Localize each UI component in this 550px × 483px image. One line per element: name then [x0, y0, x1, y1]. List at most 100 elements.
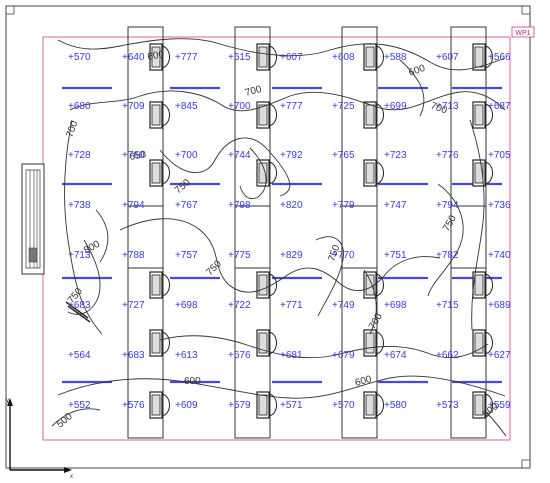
isoline-700-bottom — [159, 335, 489, 359]
workstation-chair — [472, 329, 493, 357]
desk-column — [341, 26, 378, 439]
illuminance-value: +570 — [68, 52, 91, 63]
workstation-chair — [149, 43, 170, 71]
illuminance-value: +782 — [436, 250, 459, 261]
illuminance-value: +559 — [488, 400, 511, 411]
isolines — [51, 38, 507, 437]
illuminance-value: +767 — [175, 200, 198, 211]
desk-columns — [127, 26, 487, 439]
illuminance-value: +681 — [280, 350, 303, 361]
workstation-chair — [363, 101, 384, 129]
workstation-chair — [256, 329, 277, 357]
illuminance-value: +564 — [68, 350, 91, 361]
workstation-chair — [256, 101, 277, 129]
workstation-chair — [256, 159, 277, 187]
workstation-chair — [149, 391, 170, 419]
workplane-label: WP1 — [515, 30, 530, 37]
illuminance-value: +751 — [384, 250, 407, 261]
illuminance-value: +571 — [280, 400, 303, 411]
isoline-500-right — [485, 411, 507, 437]
isoline-label: 650 — [129, 149, 148, 163]
isoline-750-mid — [159, 137, 291, 197]
illuminance-value: +820 — [280, 200, 303, 211]
illuminance-value: +683 — [122, 350, 145, 361]
illuminance-value: +757 — [175, 250, 198, 261]
illuminance-value: +760 — [122, 150, 145, 161]
workplane-tag — [511, 26, 535, 38]
workstation-chair — [256, 271, 277, 299]
isoline-500-left — [51, 408, 101, 427]
isoline-label: 700 — [367, 311, 385, 331]
illuminance-value: +777 — [280, 101, 303, 112]
illuminance-value: +607 — [436, 52, 459, 63]
illuminance-value: +792 — [280, 150, 303, 161]
illuminance-value: +566 — [488, 52, 511, 63]
illuminance-value: +770 — [332, 250, 355, 261]
illuminance-value: +615 — [228, 52, 251, 63]
x-axis-label: x — [70, 474, 73, 480]
illuminance-value: +674 — [384, 350, 407, 361]
desk-lamp-icon — [65, 301, 91, 323]
isoline-label: 750 — [441, 213, 459, 233]
illuminance-value: +608 — [332, 52, 355, 63]
illuminance-value: +698 — [175, 300, 198, 311]
illuminance-value: +713 — [68, 250, 91, 261]
illuminance-value: +727 — [122, 300, 145, 311]
illuminance-value: +722 — [228, 300, 251, 311]
workstation-chair — [472, 159, 493, 187]
illuminance-value: +676 — [228, 350, 251, 361]
illuminance-value: +779 — [332, 200, 355, 211]
illuminance-value: +570 — [332, 400, 355, 411]
illuminance-value: +777 — [175, 52, 198, 63]
illuminance-value: +736 — [488, 200, 511, 211]
isoline-label: 700 — [244, 84, 263, 99]
illuminance-value: +776 — [436, 150, 459, 161]
isoline-800-left — [95, 209, 109, 263]
illuminance-value: +627 — [488, 350, 511, 361]
illuminance-value: +698 — [384, 300, 407, 311]
isoline-800-a — [239, 147, 267, 200]
desk-column — [234, 26, 271, 439]
illuminance-value: +700 — [175, 150, 198, 161]
illuminance-value: +607 — [280, 52, 303, 63]
left-wall-door — [21, 163, 45, 275]
illuminance-value: +609 — [175, 400, 198, 411]
isoline-label: 750 — [173, 177, 193, 196]
illuminance-value: +662 — [436, 350, 459, 361]
isoline-label: 600 — [147, 49, 166, 63]
isoline-label: 600 — [407, 63, 427, 79]
corner-mark-tl — [5, 5, 15, 15]
isoline-label: 600 — [354, 374, 373, 389]
illuminance-values: +570+640+777+615+607+608+588+607+566+680… — [68, 52, 511, 411]
illuminance-value: +640 — [122, 52, 145, 63]
workstation-chair — [149, 329, 170, 357]
illuminance-value: +552 — [68, 400, 91, 411]
illuminance-value: +740 — [488, 250, 511, 261]
corner-mark-tr — [521, 5, 531, 15]
illuminance-value: +680 — [68, 101, 91, 112]
illuminance-value: +725 — [332, 101, 355, 112]
workstation-chair — [256, 43, 277, 71]
corner-mark-br — [521, 459, 531, 469]
workstation-chair — [363, 329, 384, 357]
illuminance-value: +687 — [488, 101, 511, 112]
illuminance-value: +679 — [332, 350, 355, 361]
isoline-600-bottom — [57, 375, 506, 399]
isoline-600-top — [57, 38, 506, 71]
isoline-label: 500 — [55, 411, 75, 430]
isoline-label: 600 — [184, 376, 201, 387]
isoline-600-right — [399, 59, 425, 117]
illuminance-value: +573 — [436, 400, 459, 411]
illuminance-value: +749 — [332, 300, 355, 311]
isoline-750-center — [315, 236, 344, 317]
illuminance-value: +709 — [122, 101, 145, 112]
desk-column — [450, 26, 487, 439]
illuminance-value: +771 — [280, 300, 303, 311]
illuminance-value: +699 — [384, 101, 407, 112]
illuminance-value: +689 — [488, 300, 511, 311]
illuminance-value: +715 — [436, 300, 459, 311]
illuminance-value: +845 — [175, 101, 198, 112]
illuminance-value: +705 — [488, 150, 511, 161]
illuminance-value: +747 — [384, 200, 407, 211]
